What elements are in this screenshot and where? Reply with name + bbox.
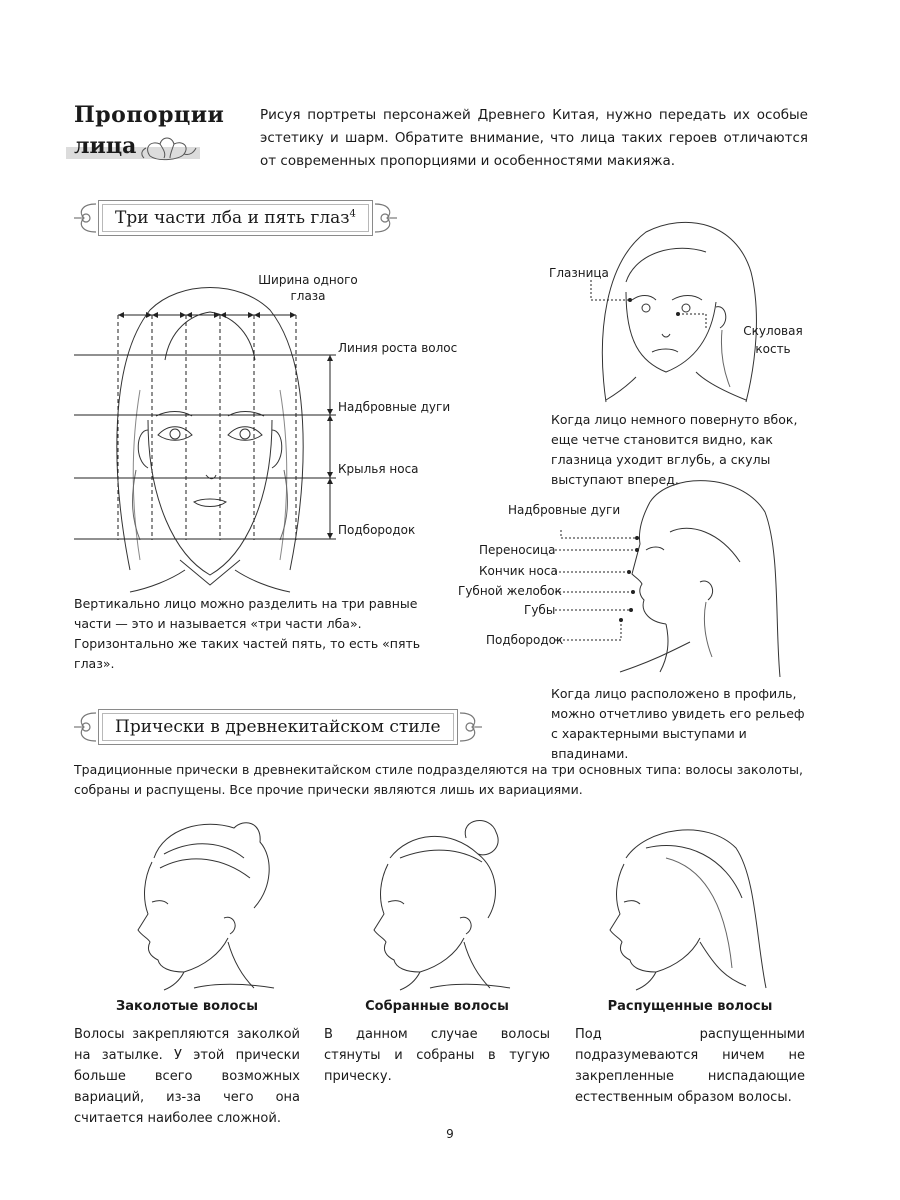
section1-heading: Три части лба и пять глаз xyxy=(115,208,350,228)
front-caption: Вертикально лицо можно разделить на три … xyxy=(74,596,421,671)
profile-leader-lines xyxy=(555,530,639,641)
section2-heading: Прически в древнекитайском стиле xyxy=(115,717,441,737)
hairstyle-desc-pinned: Волосы закрепляются заколкой на затылке.… xyxy=(74,1027,300,1126)
title-underline-band xyxy=(66,147,200,159)
profile-caption: Когда лицо расположено в профиль, можно … xyxy=(551,686,805,761)
ornament-left-icon xyxy=(74,203,97,233)
page-number: 9 xyxy=(446,1127,454,1141)
page-title-line1: Пропорции xyxy=(74,102,225,128)
label-chin-profile: Подбородок xyxy=(486,633,564,647)
page-title-line2: лица xyxy=(74,133,137,159)
label-eye-socket: Глазница xyxy=(549,266,609,280)
label-philtrum: Губной желобок xyxy=(458,584,562,598)
label-chin-front: Подбородок xyxy=(338,523,416,537)
ornament-right-icon xyxy=(459,712,482,742)
three-quarter-caption: Когда лицо немного повернуто вбок, еще ч… xyxy=(551,412,798,487)
face-thirds-lines xyxy=(74,354,336,540)
label-cheekbone: Скуловая кость xyxy=(743,324,803,356)
section1-banner: Три части лба и пять глаз4 xyxy=(72,198,399,238)
loose-hair-illustration xyxy=(609,829,767,991)
label-nose-bridge: Переносица xyxy=(479,543,556,557)
hairstyle-title-pinned: Заколотые волосы xyxy=(116,999,258,1014)
hairstyle-title-loose: Распущенные волосы xyxy=(607,999,773,1014)
gathered-hair-illustration xyxy=(373,820,511,991)
intro-paragraph: Рисуя портреты персонажей Древнего Китая… xyxy=(260,107,808,169)
section2-banner: Прически в древнекитайском стиле xyxy=(72,707,484,747)
ornament-right-icon xyxy=(374,203,397,233)
label-nose-wings: Крылья носа xyxy=(338,462,419,476)
label-lips: Губы xyxy=(524,603,556,617)
label-hairline: Линия роста волос xyxy=(338,341,458,355)
pinned-hair-illustration xyxy=(137,822,275,991)
label-brow-profile: Надбровные дуги xyxy=(508,503,621,517)
hairstyle-desc-gathered: В данном случае волосы стянуты и собраны… xyxy=(324,1027,550,1084)
label-nose-tip: Кончик носа xyxy=(479,564,558,578)
hairstyle-title-gathered: Собранные волосы xyxy=(365,999,509,1014)
label-eye-width: Ширина одного глаза xyxy=(258,273,358,303)
profile-face-illustration xyxy=(619,480,781,678)
ornament-left-icon xyxy=(74,712,97,742)
three-quarter-face-illustration xyxy=(601,221,757,403)
lotus-flower-icon xyxy=(141,137,197,161)
hairstyle-desc-loose: Под распущенными подразумеваются ничем н… xyxy=(575,1027,805,1105)
hairstyles-intro: Традиционные прически в древнекитайском … xyxy=(74,762,803,797)
label-brow-front: Надбровные дуги xyxy=(338,400,451,414)
footnote-marker: 4 xyxy=(349,208,356,220)
three-quarter-leader-lines xyxy=(590,280,707,328)
